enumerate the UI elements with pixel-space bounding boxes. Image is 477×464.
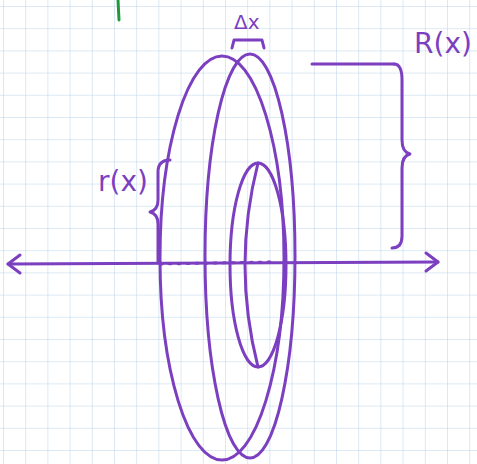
dimension-label: r(x) <box>98 168 148 196</box>
radius-leader <box>312 63 394 66</box>
green-mark <box>118 0 119 20</box>
axis-arrow <box>426 253 438 271</box>
inner-hole-back <box>245 163 258 367</box>
dimension-label: Δx <box>234 12 260 32</box>
radius-bracket <box>150 160 170 262</box>
outer-back-edge <box>205 54 295 458</box>
radius-bracket <box>392 64 410 248</box>
dimension-label: R(x) <box>414 30 472 58</box>
thickness-bracket <box>232 40 264 48</box>
inner-hole <box>230 163 286 367</box>
x-axis <box>8 262 438 264</box>
center-line <box>160 262 272 264</box>
axis-arrow <box>8 255 20 273</box>
outer-front-edge <box>160 56 284 460</box>
